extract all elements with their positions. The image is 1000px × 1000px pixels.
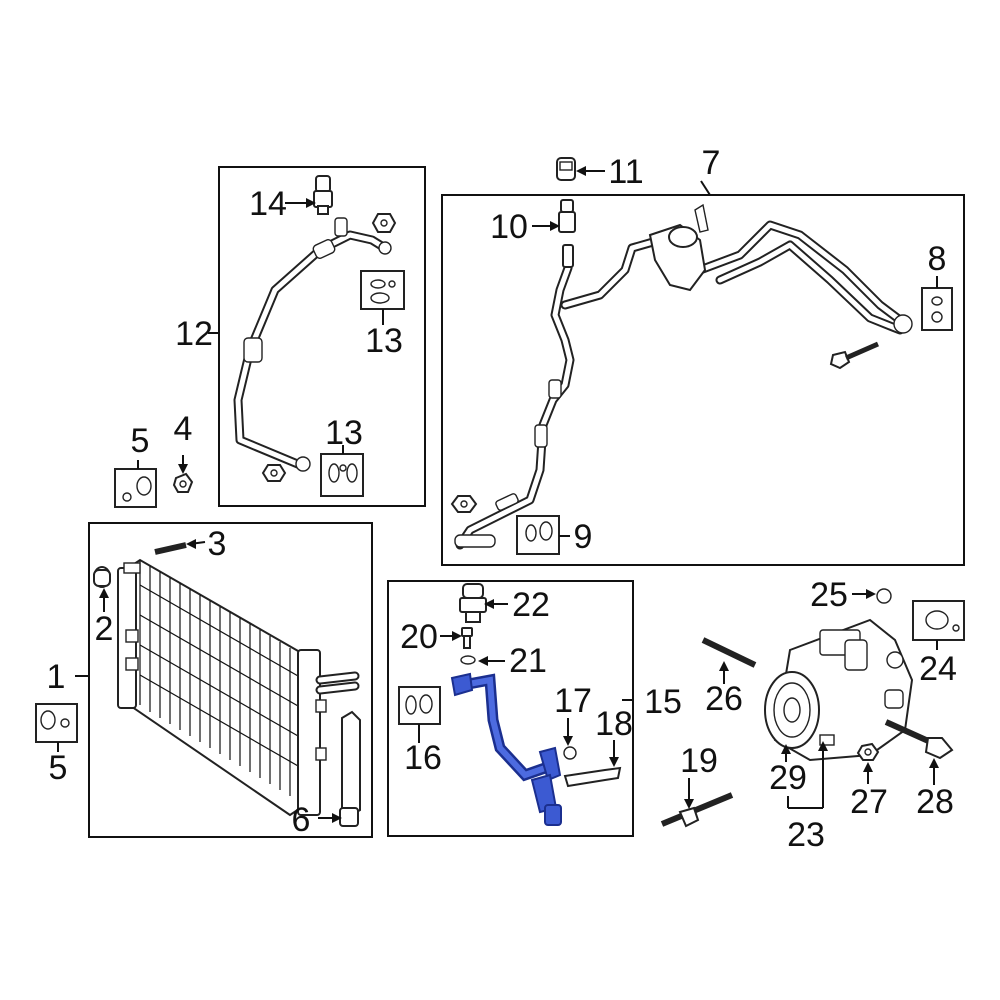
callout-1[interactable]: 1 [47, 658, 66, 696]
bracket-18[interactable] [563, 766, 622, 788]
hose-assembly-15[interactable] [450, 672, 562, 826]
group-box-7 [441, 194, 965, 566]
callout-13a[interactable]: 13 [365, 322, 403, 360]
callout-22[interactable]: 22 [512, 586, 550, 624]
bolt-3[interactable] [154, 542, 187, 555]
o-ring-21[interactable] [460, 655, 476, 665]
stud-26[interactable] [701, 637, 757, 668]
seal-kit-5b[interactable] [35, 703, 78, 743]
bolt-28[interactable] [884, 719, 954, 760]
callout-6[interactable]: 6 [292, 801, 311, 839]
seal-kit-5a[interactable] [114, 468, 157, 508]
drier-6[interactable] [339, 710, 361, 827]
seal-kit-13a[interactable] [360, 270, 405, 310]
callout-18[interactable]: 18 [595, 705, 633, 743]
callout-27[interactable]: 27 [850, 783, 888, 821]
nut-small-12a[interactable] [371, 213, 397, 233]
nut-7a[interactable] [450, 495, 478, 513]
leader-lines [57, 166, 939, 823]
sensor-22[interactable] [459, 583, 487, 623]
callout-23[interactable]: 23 [787, 816, 825, 854]
callout-9[interactable]: 9 [574, 518, 593, 556]
nut-4[interactable] [172, 472, 194, 493]
seal-kit-8[interactable] [921, 287, 953, 331]
callout-5b[interactable]: 5 [49, 749, 68, 787]
callout-29[interactable]: 29 [769, 759, 807, 797]
condenser-1[interactable] [117, 558, 360, 817]
callout-11[interactable]: 11 [608, 153, 643, 191]
seal-kit-9[interactable] [516, 515, 560, 555]
callout-4[interactable]: 4 [174, 410, 193, 448]
hose-assembly-12[interactable] [233, 217, 392, 472]
callout-15[interactable]: 15 [644, 683, 682, 721]
callout-10[interactable]: 10 [490, 208, 528, 246]
seal-kit-24[interactable] [912, 600, 965, 641]
callout-2[interactable]: 2 [95, 610, 114, 648]
seal-kit-13b[interactable] [320, 453, 364, 497]
seal-kit-16[interactable] [398, 686, 441, 725]
callout-13b[interactable]: 13 [325, 414, 363, 452]
valve-10[interactable] [558, 199, 576, 268]
compressor-23[interactable] [764, 618, 914, 762]
group-box-1 [88, 522, 373, 838]
bolt-19[interactable] [660, 792, 734, 828]
valve-core-20[interactable] [461, 627, 473, 649]
valve-core-11[interactable] [556, 157, 576, 181]
callout-26[interactable]: 26 [705, 680, 743, 718]
line-assembly-7[interactable] [454, 203, 913, 550]
bumper-2[interactable] [93, 566, 111, 588]
nut-27[interactable] [856, 742, 880, 761]
pressure-sensor-14[interactable] [313, 175, 333, 215]
callout-5a[interactable]: 5 [131, 422, 150, 460]
bolt-7b[interactable] [829, 341, 880, 370]
group-box-15 [387, 580, 634, 837]
o-ring-17[interactable] [563, 746, 577, 760]
callout-25[interactable]: 25 [810, 576, 848, 614]
callout-20[interactable]: 20 [400, 618, 438, 656]
callout-24[interactable]: 24 [919, 650, 957, 688]
callout-19[interactable]: 19 [680, 742, 718, 780]
callout-21[interactable]: 21 [509, 642, 547, 680]
nut-small-12b[interactable] [261, 464, 287, 482]
callout-16[interactable]: 16 [404, 739, 442, 777]
callout-3[interactable]: 3 [208, 525, 227, 563]
callout-12[interactable]: 12 [175, 315, 213, 353]
callout-28[interactable]: 28 [916, 783, 954, 821]
callout-14[interactable]: 14 [249, 185, 287, 223]
callout-labels: 1 2 3 4 5 5 6 7 8 9 10 11 12 13 13 14 15… [47, 144, 957, 854]
group-box-12 [218, 166, 426, 507]
o-ring-25[interactable] [876, 588, 892, 604]
callout-17[interactable]: 17 [554, 682, 592, 720]
callout-8[interactable]: 8 [928, 240, 947, 278]
callout-7[interactable]: 7 [702, 144, 721, 182]
